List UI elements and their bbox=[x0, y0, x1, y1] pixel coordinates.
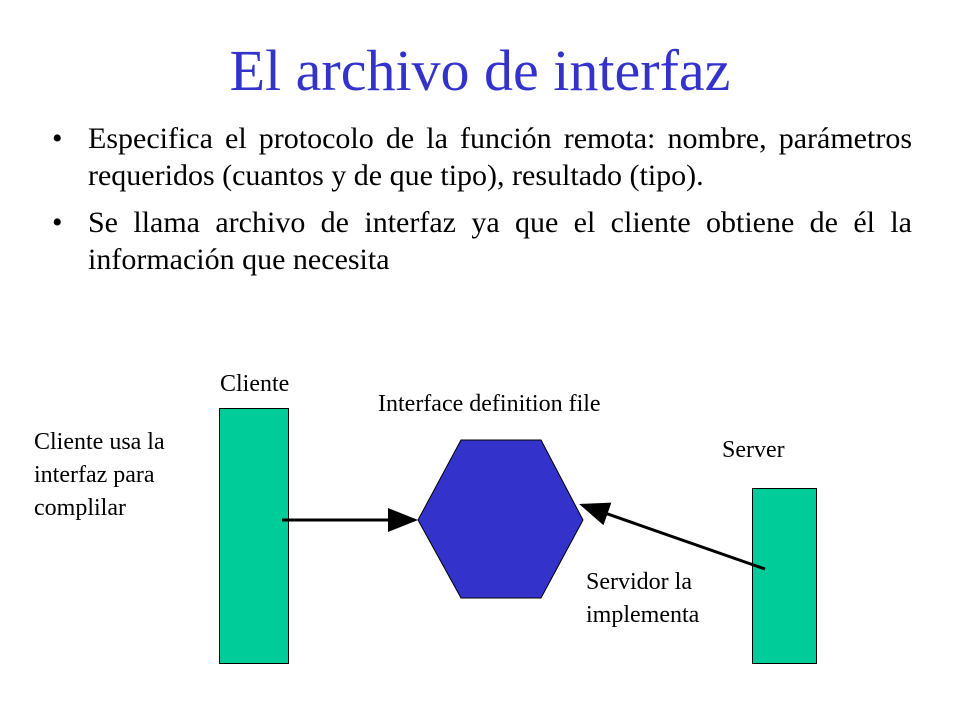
idl-label: Interface definition file bbox=[378, 391, 601, 417]
client-note-line: Cliente usa la bbox=[34, 429, 165, 455]
server-note: Servidor la implementa bbox=[586, 566, 699, 632]
client-bar bbox=[219, 408, 289, 664]
server-note-line: implementa bbox=[586, 602, 700, 628]
client-note-line: complilar bbox=[34, 495, 126, 521]
bullet-text: Especifica el protocolo de la función re… bbox=[88, 122, 912, 192]
client-note-line: interfaz para bbox=[34, 462, 155, 488]
client-label: Cliente bbox=[220, 371, 290, 397]
server-to-idl-arrow bbox=[579, 502, 766, 571]
bullet-item: • Se llama archivo de interfaz ya que el… bbox=[52, 204, 912, 278]
server-label: Server bbox=[722, 437, 785, 463]
server-bar bbox=[752, 488, 817, 664]
idl-hexagon bbox=[417, 439, 584, 599]
bullet-item: • Especifica el protocolo de la función … bbox=[52, 120, 912, 194]
client-note: Cliente usa la interfaz para complilar bbox=[34, 426, 165, 525]
bullet-marker: • bbox=[52, 206, 63, 239]
bullet-list: • Especifica el protocolo de la función … bbox=[52, 120, 912, 288]
server-note-line: Servidor la bbox=[586, 569, 692, 595]
bullet-text: Se llama archivo de interfaz ya que el c… bbox=[88, 206, 912, 276]
slide-title: El archivo de interfaz bbox=[229, 38, 731, 103]
bullet-marker: • bbox=[52, 122, 63, 155]
